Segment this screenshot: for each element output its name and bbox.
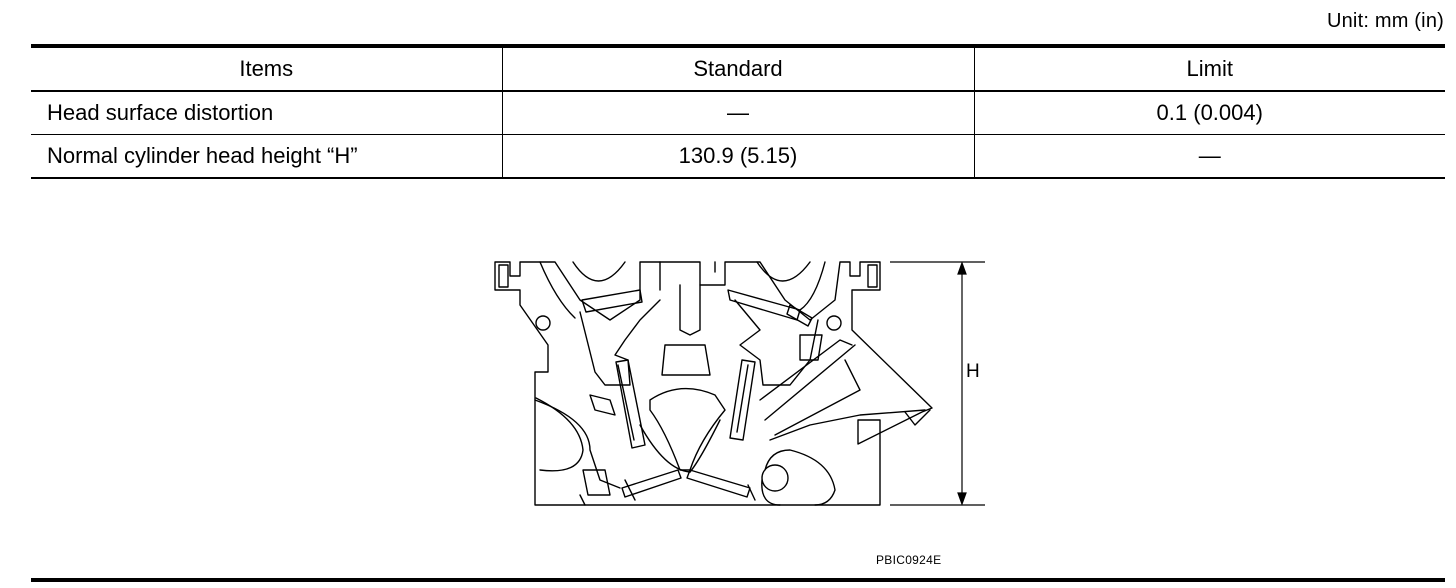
- row-item: Head surface distortion: [47, 100, 274, 125]
- table-row: Normal cylinder head height “H” 130.9 (5…: [31, 134, 1445, 178]
- unit-label: Unit: mm (in): [1326, 10, 1444, 32]
- header-limit: Limit: [973, 46, 1445, 91]
- header-items: Items: [239, 56, 294, 81]
- row-standard: —: [501, 91, 974, 135]
- row-item: Normal cylinder head height “H”: [47, 143, 358, 168]
- bottom-rule: [31, 578, 1445, 582]
- row-standard: 130.9 (5.15): [501, 134, 974, 178]
- row-limit: —: [973, 134, 1445, 178]
- table-row: Head surface distortion — 0.1 (0.004): [31, 91, 1445, 135]
- cylinder-head-diagram: [494, 261, 985, 506]
- table-header-row: Items Standard Limit: [31, 46, 1445, 91]
- row-limit: 0.1 (0.004): [973, 91, 1445, 135]
- dimension-h-label: H: [966, 361, 980, 382]
- spec-table: Items Standard Limit Head surface distor…: [31, 44, 1445, 179]
- header-standard: Standard: [501, 46, 974, 91]
- figure-code: PBIC0924E: [876, 553, 942, 567]
